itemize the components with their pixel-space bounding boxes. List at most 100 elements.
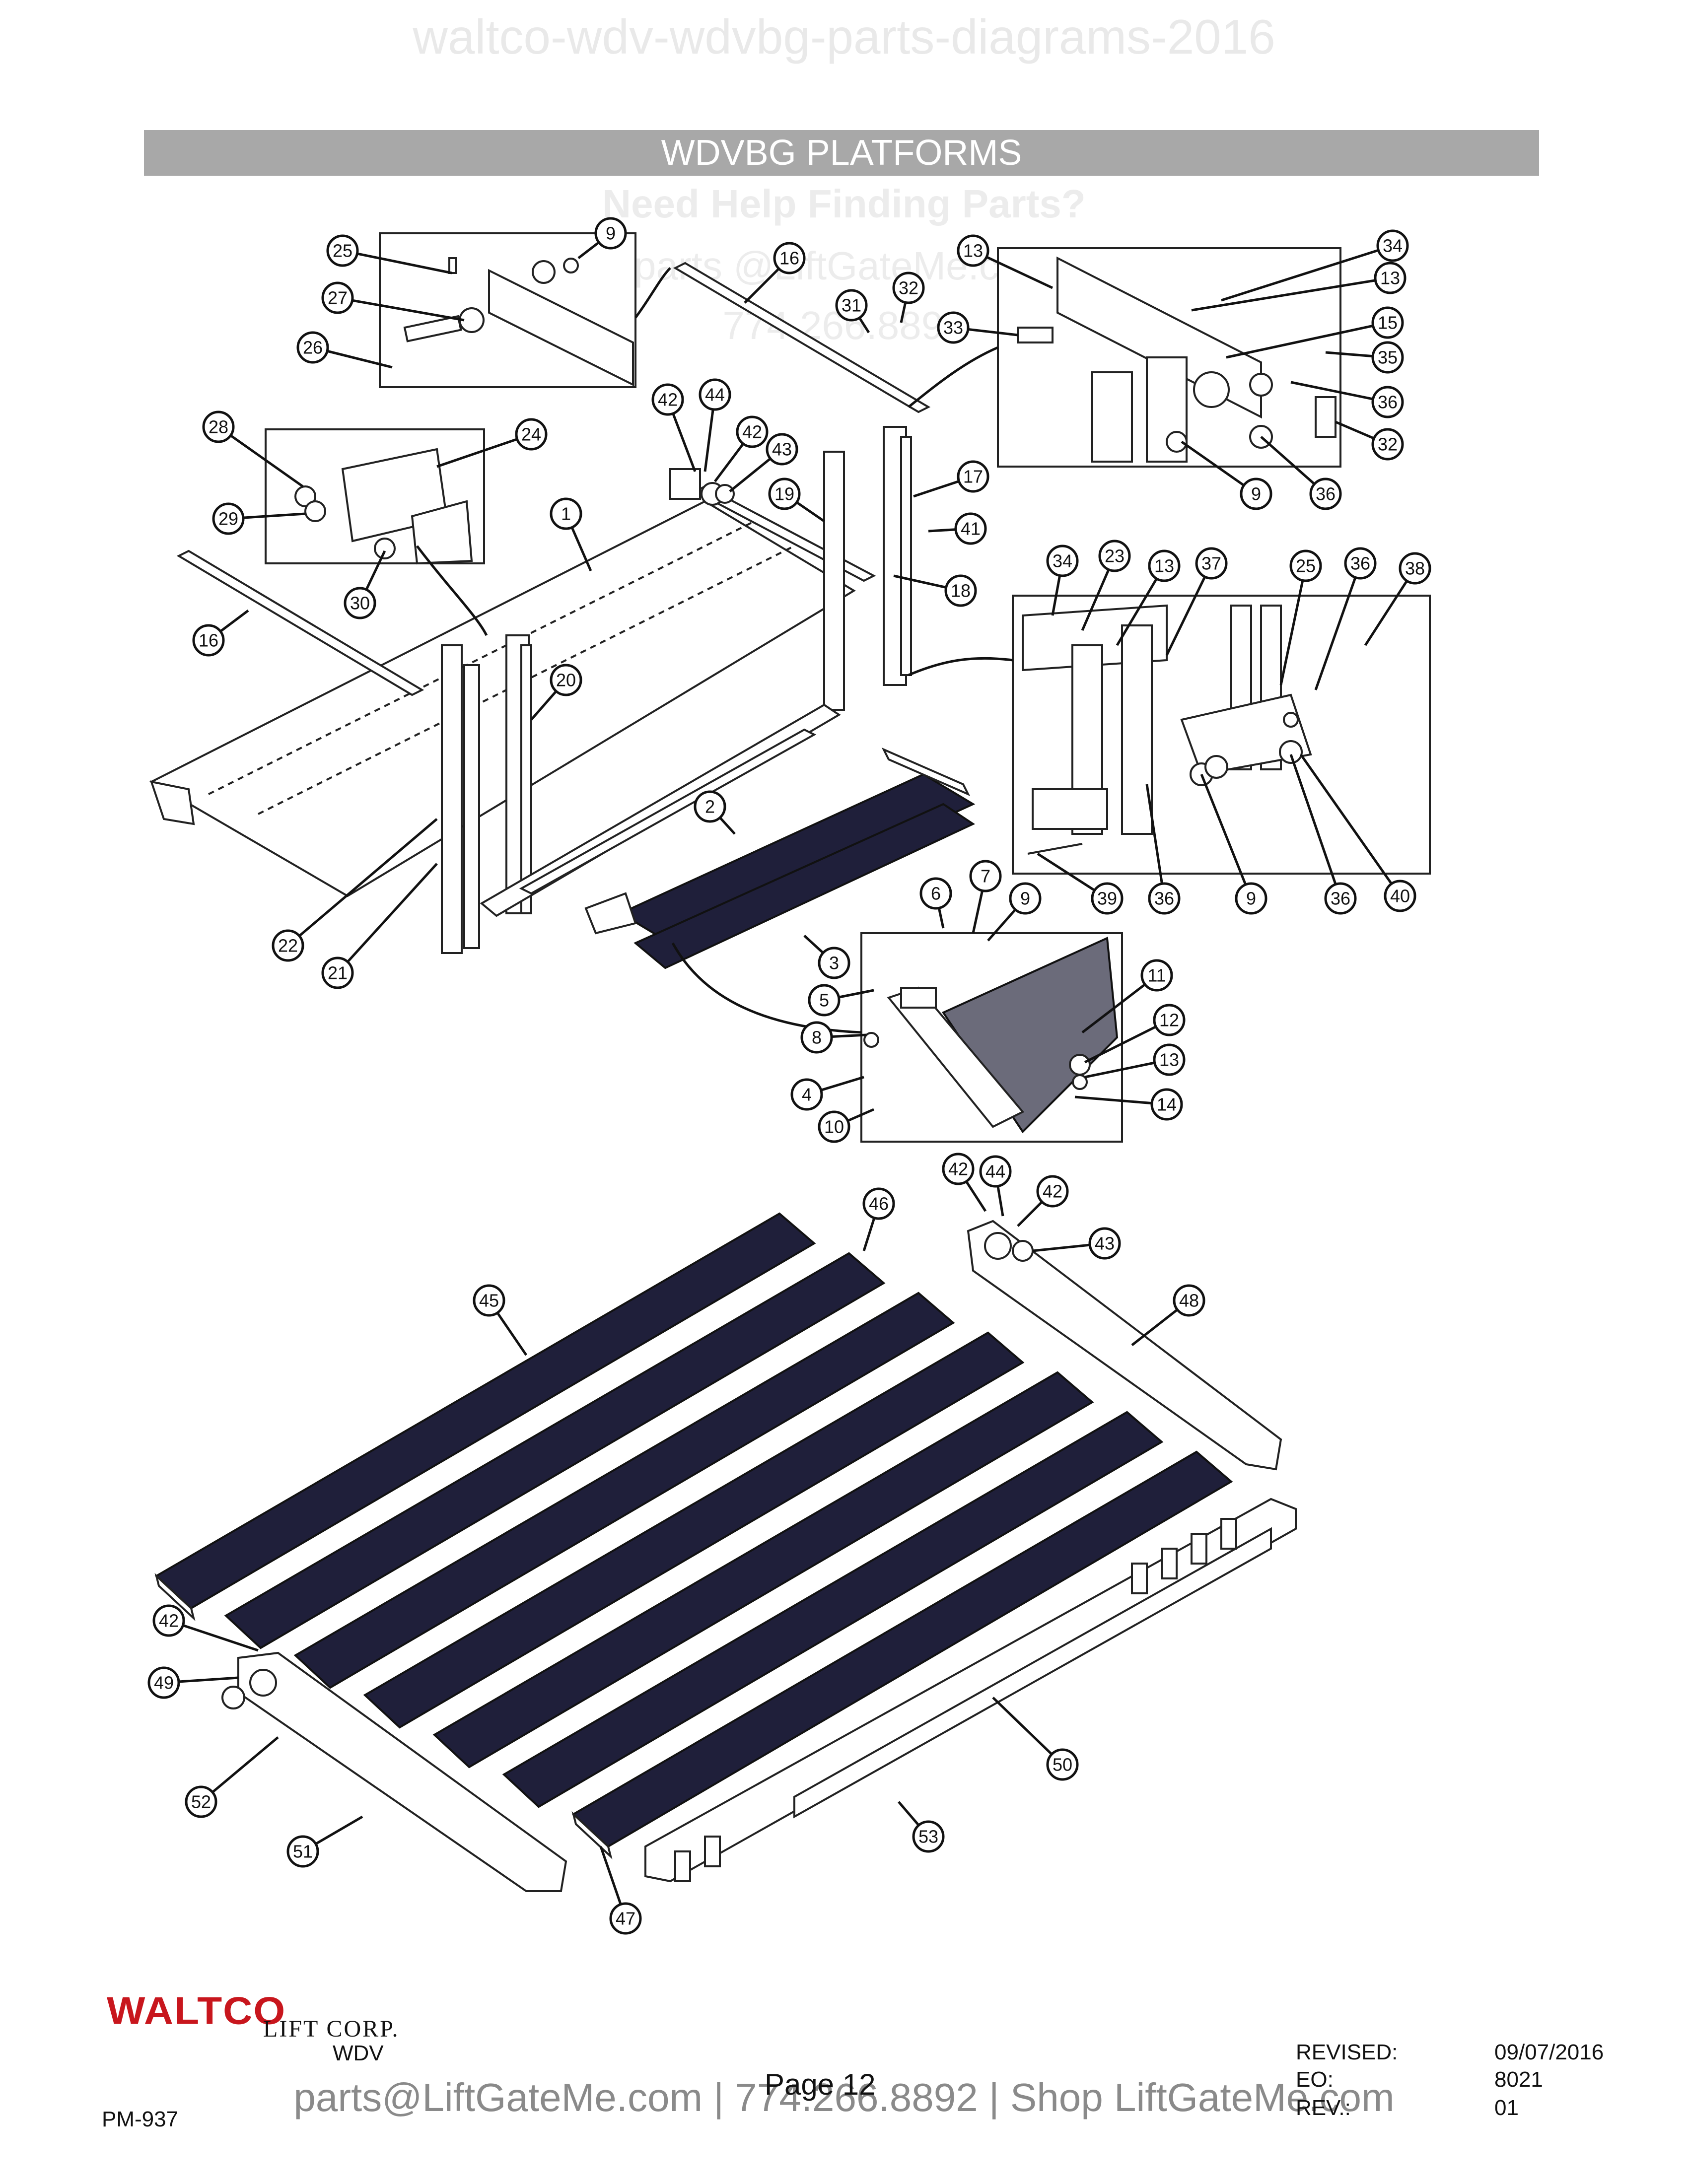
callout-34: 34	[1376, 229, 1409, 262]
callout-44: 44	[699, 378, 731, 411]
callout-bubble	[1098, 540, 1131, 572]
leader-line	[1145, 784, 1166, 899]
leader-line	[1290, 381, 1388, 404]
flip-plate	[584, 747, 976, 969]
callout-label: 13	[1380, 268, 1400, 288]
callout-bubble	[1384, 880, 1416, 912]
callout-13: 13	[957, 234, 989, 267]
callout-52: 52	[185, 1785, 217, 1818]
leader-line	[436, 433, 532, 468]
callout-bubble	[296, 331, 329, 364]
callout-label: 42	[159, 1611, 179, 1631]
top-watermark: waltco-wdv-wdvbg-parts-diagrams-2016	[413, 9, 1275, 64]
side-rail-right	[673, 262, 931, 413]
callout-bubble	[1371, 341, 1404, 374]
callout-label: 14	[1157, 1094, 1177, 1115]
callout-label: 13	[1159, 1050, 1179, 1070]
callout-bubble	[912, 1820, 945, 1853]
callout-30: 30	[344, 587, 376, 619]
callout-13: 13	[1153, 1043, 1186, 1076]
inset-bottom-center	[860, 932, 1123, 1143]
callout-bubble	[979, 1155, 1012, 1188]
leader-line	[1279, 565, 1307, 685]
callout-41: 41	[954, 512, 987, 545]
callout-label: 49	[154, 1673, 174, 1693]
callout-bubble	[942, 1153, 975, 1185]
callout-label: 20	[556, 670, 576, 690]
callout-bubble	[1240, 478, 1272, 510]
callout-bubble	[1153, 1043, 1186, 1076]
callout-bubble	[1140, 959, 1173, 992]
callout-28: 28	[202, 410, 235, 443]
connector-tr	[908, 346, 998, 408]
callout-36: 36	[1324, 882, 1357, 915]
inset-top-right	[997, 247, 1341, 468]
leader-line	[1226, 321, 1388, 359]
callout-label: 34	[1053, 551, 1072, 571]
leader-line	[217, 425, 304, 488]
callout-18: 18	[944, 574, 977, 607]
callout-label: 27	[328, 288, 348, 308]
callout-9: 9	[1240, 478, 1272, 510]
callout-16: 16	[773, 242, 806, 274]
rev-label: REV.:	[1296, 2096, 1351, 2120]
callout-46: 46	[862, 1187, 895, 1220]
leader-line	[337, 296, 465, 322]
lower-assembly	[154, 1212, 1297, 1892]
callout-43: 43	[1088, 1227, 1121, 1260]
rev-value: 01	[1494, 2096, 1519, 2120]
callout-bubble	[1289, 549, 1322, 582]
callout-label: 1	[561, 504, 571, 524]
callout-bubble	[550, 664, 582, 696]
callout-label: 51	[293, 1842, 313, 1862]
callout-label: 26	[303, 338, 323, 358]
callout-13: 13	[1374, 262, 1407, 294]
flip-plate-3	[633, 803, 976, 969]
callout-label: 9	[1251, 484, 1261, 504]
callout-label: 19	[774, 484, 794, 504]
callout-23: 23	[1098, 540, 1131, 572]
callout-17: 17	[957, 460, 989, 493]
leader-line	[1221, 244, 1393, 302]
callout-35: 35	[1371, 341, 1404, 374]
callout-label: 22	[278, 936, 298, 956]
callout-bubble	[1150, 1088, 1183, 1121]
callout-label: 23	[1105, 546, 1125, 566]
callouts: 1234567891011121314151617181920212223242…	[147, 217, 1431, 1935]
callout-label: 43	[772, 439, 792, 460]
callout-bubble	[919, 877, 952, 910]
callout-25: 25	[326, 234, 359, 267]
callout-bubble	[152, 1604, 185, 1637]
callout-39: 39	[1091, 882, 1124, 915]
callout-42: 42	[736, 415, 769, 448]
callout-bubble	[818, 947, 850, 979]
callout-label: 8	[812, 1027, 822, 1048]
callout-label: 9	[606, 223, 616, 244]
callout-label: 42	[658, 390, 678, 410]
leader-line	[1289, 754, 1342, 899]
callout-label: 13	[963, 241, 983, 261]
callout-label: 5	[819, 990, 829, 1011]
leader-line	[337, 863, 438, 974]
callout-bubble	[192, 624, 225, 657]
frame-50	[644, 1498, 1297, 1883]
callout-bubble	[286, 1835, 319, 1868]
callout-label: 30	[350, 593, 370, 614]
callout-bubble	[1235, 882, 1267, 915]
callout-7: 7	[969, 860, 1002, 892]
model-label: WDV	[333, 2041, 384, 2065]
callout-label: 25	[333, 241, 352, 261]
callout-bubble	[790, 1078, 823, 1111]
callout-label: 12	[1159, 1010, 1179, 1030]
callout-25: 25	[1289, 549, 1322, 582]
callout-bubble	[954, 512, 987, 545]
callout-label: 25	[1296, 556, 1316, 576]
connector-mr	[908, 657, 1013, 677]
revised-value: 09/07/2016	[1494, 2040, 1604, 2064]
callout-label: 37	[1201, 553, 1221, 574]
doc-number: PM-937	[102, 2107, 179, 2131]
callout-bubble	[1036, 1175, 1069, 1208]
callout-bubble	[344, 587, 376, 619]
callout-bubble	[1046, 545, 1079, 577]
callout-bubble	[1046, 1748, 1079, 1781]
